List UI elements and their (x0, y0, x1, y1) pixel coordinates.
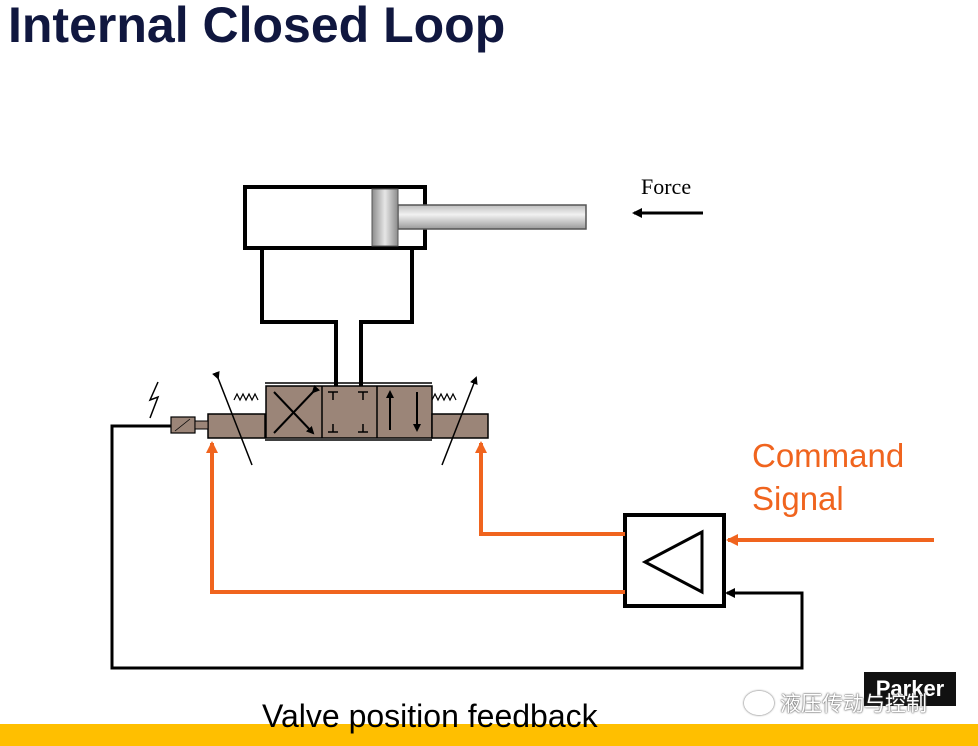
valve-spool-body (265, 385, 433, 439)
watermark: 液压传动与控制 (744, 688, 927, 718)
hydraulic-lines (260, 248, 414, 386)
amplifier-triangle-icon (641, 529, 704, 595)
electrical-signal-icon (148, 381, 160, 419)
command-signal-label: Command Signal (752, 434, 904, 520)
servo-valve (148, 370, 489, 466)
footer-bar (0, 724, 978, 746)
page-title: Internal Closed Loop (8, 0, 506, 53)
drive-line-right (475, 441, 625, 536)
cylinder-rod (397, 204, 587, 230)
caption: Valve position feedback (262, 698, 598, 734)
cylinder-piston (371, 188, 399, 247)
amplifier-box (623, 513, 726, 608)
command-label-line2: Signal (752, 480, 844, 517)
parker-logo: Parker (864, 672, 956, 706)
force-label: Force (641, 174, 692, 199)
feedback-wire (110, 424, 804, 670)
amplifier (623, 513, 726, 608)
hydraulic-cylinder (243, 185, 587, 250)
watermark-text: 液压传动与控制 (780, 692, 927, 716)
command-label-line1: Command (752, 437, 905, 474)
wechat-icon (744, 691, 774, 715)
drive-line-left (206, 441, 625, 594)
